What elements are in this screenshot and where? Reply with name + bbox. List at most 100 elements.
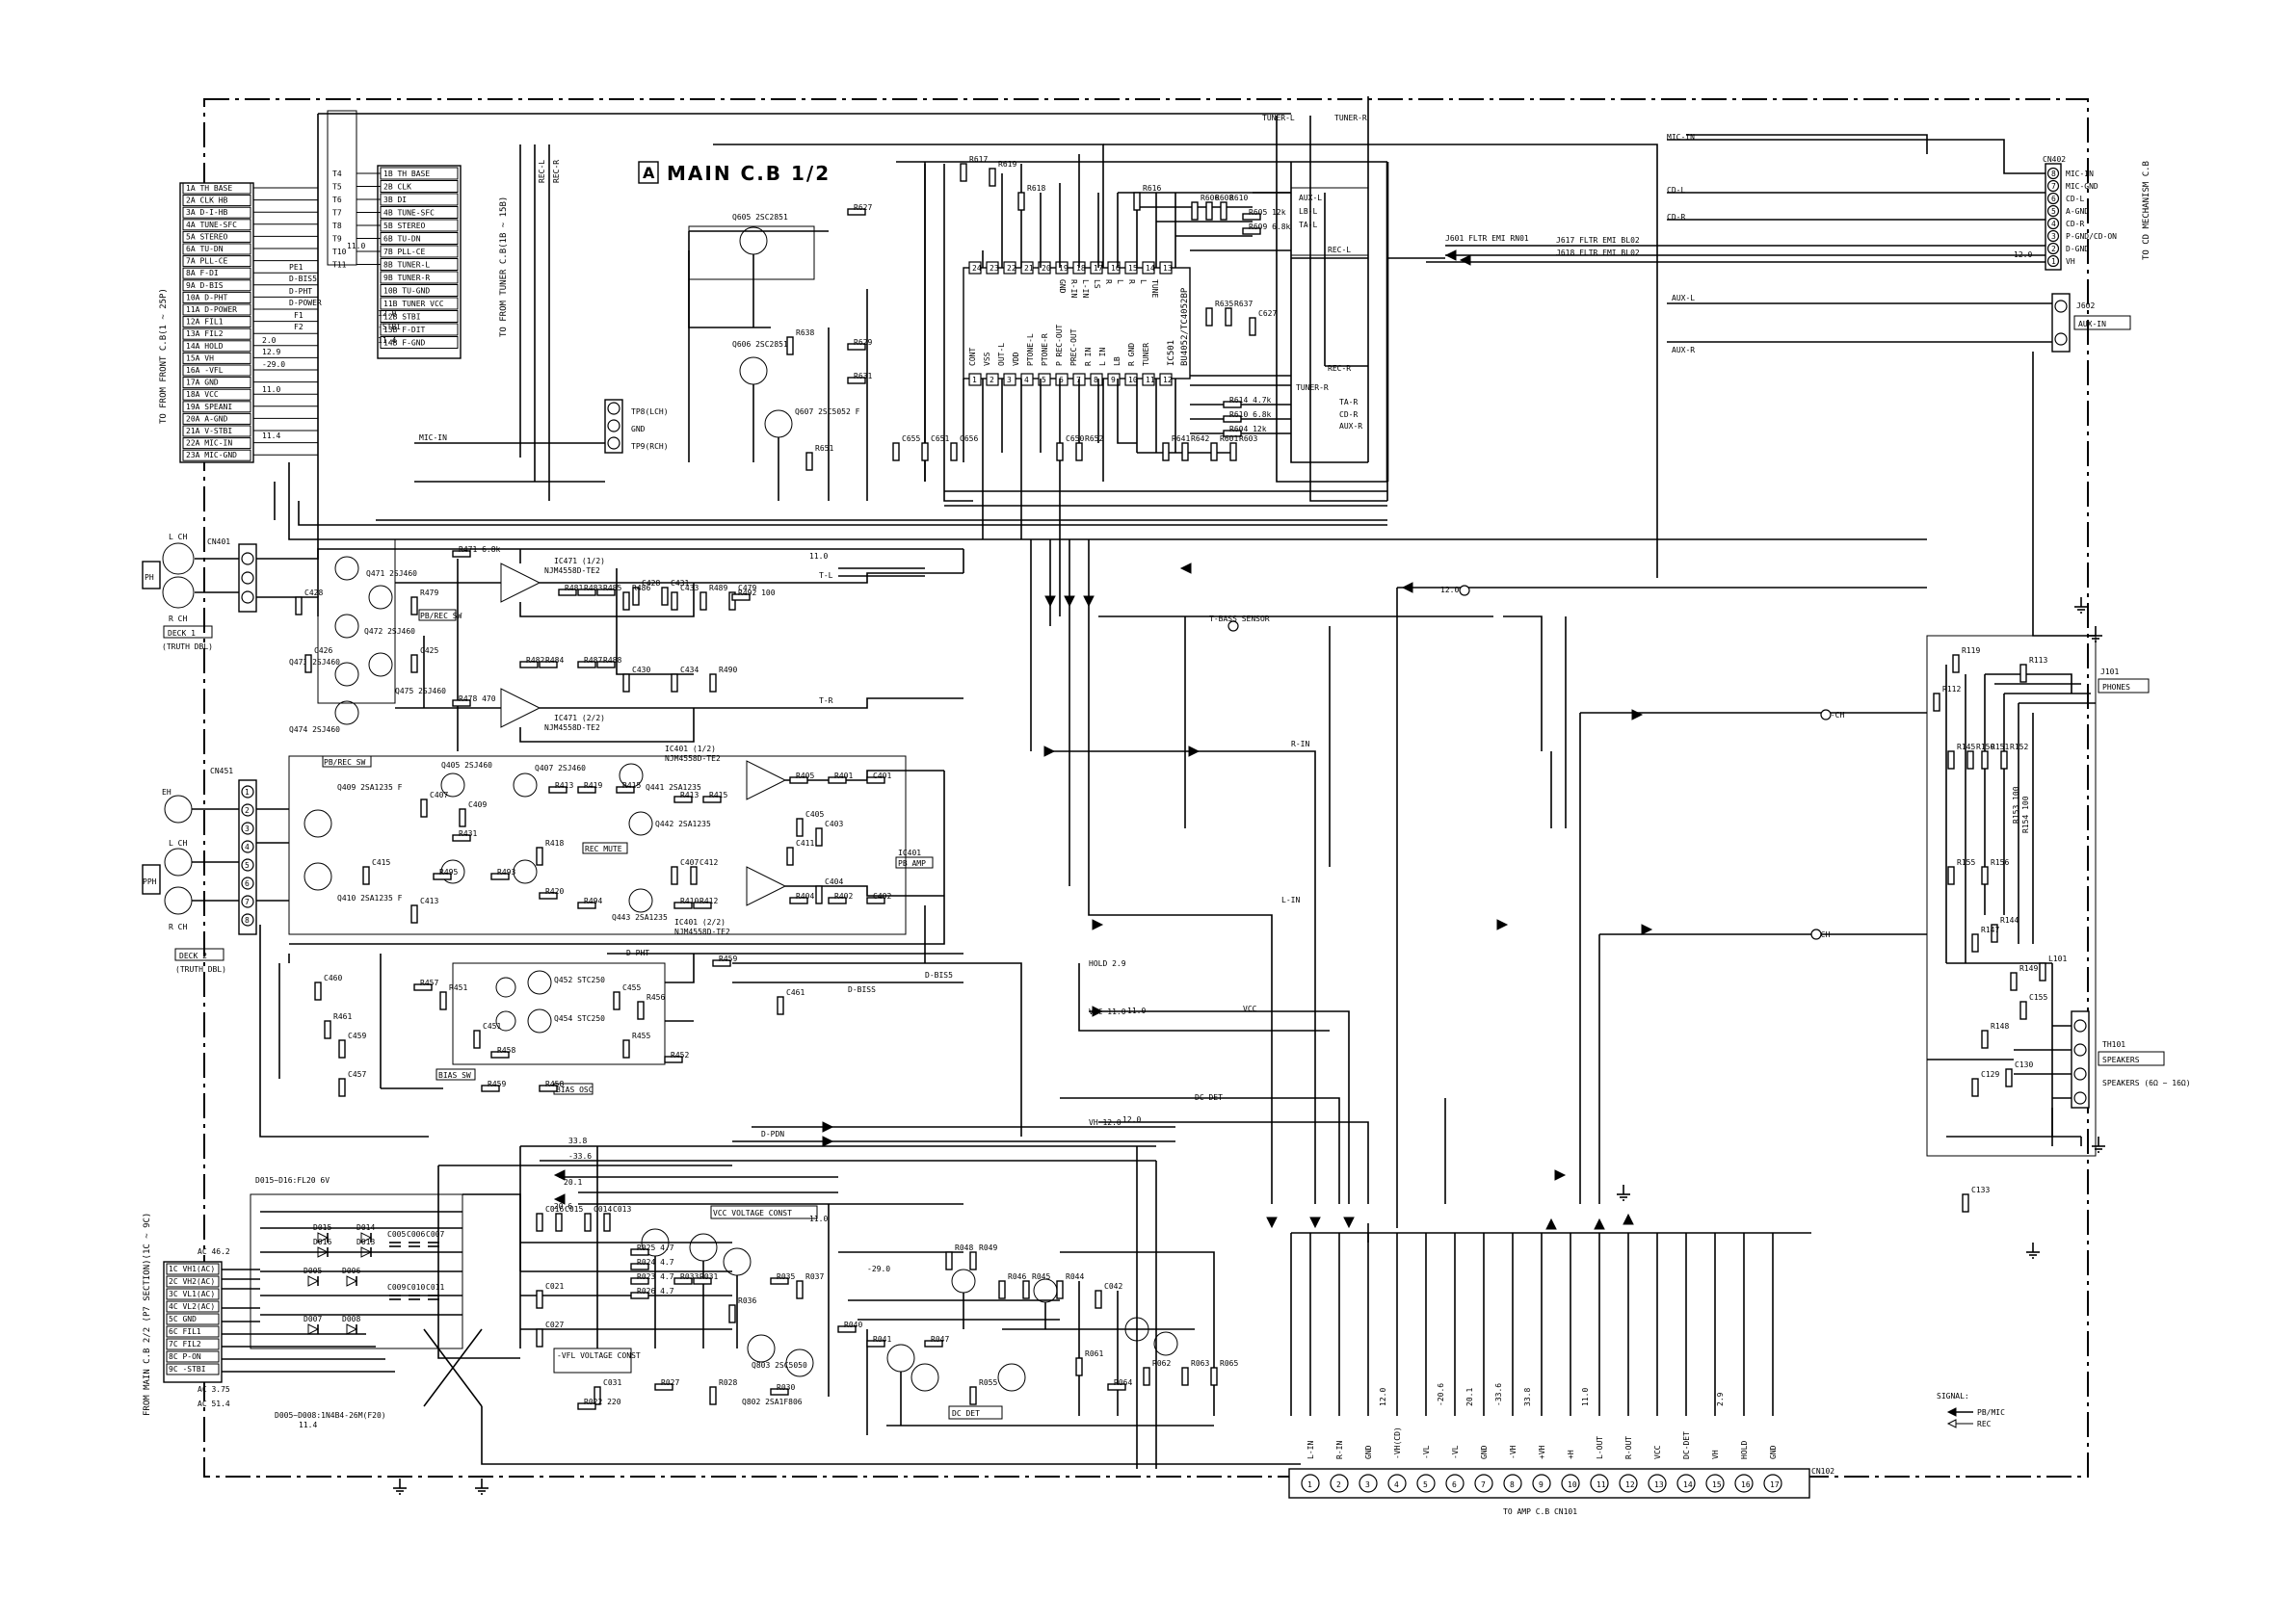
component-value: R415 <box>709 791 727 799</box>
q607-label: Q607 2SC5052 F <box>795 407 860 416</box>
resistor <box>459 808 466 827</box>
resistor <box>1220 201 1227 221</box>
front-pin <box>182 425 251 437</box>
ic501-part: BU4052/TC4052BP <box>1180 287 1190 366</box>
q407-label: Q407 2SJ460 <box>535 764 586 772</box>
diode <box>307 1323 320 1335</box>
front-connector: TO FROM FRONT C.B(1 ~ 25P) 1A TH BASE2A … <box>159 182 322 463</box>
label-cd-l: CD-L <box>1667 186 1685 195</box>
ic501-pin-label-top: R <box>1127 279 1136 284</box>
resistor <box>539 661 558 668</box>
board-title: A MAIN C.B 1/2 <box>638 161 829 185</box>
tuner-pin-label: 7B PLL-CE <box>383 248 426 256</box>
cn402-pin-label: VH <box>2066 257 2075 266</box>
cn102-pin <box>1359 1474 1378 1493</box>
ic501-pin-label-top: LS <box>1093 279 1101 289</box>
cn102-pin-label: +H <box>1567 1450 1575 1459</box>
resistor <box>693 902 712 909</box>
component-value: C413 <box>420 897 438 905</box>
resistor <box>1181 442 1189 461</box>
cn102-pin <box>1474 1474 1493 1493</box>
resistor <box>452 834 471 842</box>
resistor <box>1107 1383 1126 1391</box>
ic401b-part: NJM4558D-TE2 <box>674 928 730 936</box>
ic501-pin <box>986 261 999 275</box>
vcc-const-label: VCC VOLTAGE CONST <box>713 1209 792 1217</box>
component-value: C428 <box>642 579 660 588</box>
cn402-pin-label: P-GND/CD-ON <box>2066 232 2117 241</box>
resistor <box>673 1277 693 1285</box>
signal-arrow <box>1043 746 1056 757</box>
cn402-pin-label: CD-L <box>2066 195 2084 203</box>
label-rec-r: REC-R <box>552 160 561 183</box>
resistor <box>796 818 804 837</box>
component-value: R606 <box>1201 194 1219 202</box>
bias-sw-label: BIAS SW <box>438 1071 471 1080</box>
component-value: C015 <box>565 1205 583 1214</box>
resistor <box>1205 201 1213 221</box>
signal-arrow <box>1631 709 1644 720</box>
phones-label: PHONES <box>2102 683 2130 692</box>
component-value: C656 <box>960 434 978 443</box>
component-value: R452 <box>671 1051 689 1060</box>
label-cdr-small: CD-R <box>1339 410 1358 419</box>
resistor <box>433 873 452 880</box>
resistor <box>1981 1030 1989 1049</box>
signal-arrow <box>1496 919 1509 930</box>
ic501-pin-number: 23 <box>990 264 999 273</box>
tuner-pin-label: 13B F-DIT <box>383 326 426 334</box>
power-connector-caption: FROM MAIN C.B 2/2 (P7 SECTION)(1C ~ 9C) <box>143 1213 152 1416</box>
ic501-pin-number: 4 <box>1024 376 1029 384</box>
component-value: C027 <box>545 1321 564 1329</box>
ic501-pin-label: TUNER <box>1142 343 1150 366</box>
signal-arrow <box>1623 1213 1634 1225</box>
front-pin-label: 11A D-POWER <box>186 305 237 314</box>
component-value: R419 <box>584 781 602 790</box>
front-pin <box>182 267 251 279</box>
ic401-note: IC401 <box>898 849 921 857</box>
component-value: R404 <box>796 892 814 901</box>
resistor <box>2000 750 2008 770</box>
jumper-note-1: J601 FLTR EMI RN01 <box>1445 234 1529 243</box>
front-pin-label: 19A SPEANI <box>186 403 232 411</box>
cn102-pin-number: 9 <box>1539 1480 1544 1489</box>
capacitor-label: C009 <box>387 1283 406 1292</box>
resistor <box>1056 1280 1064 1299</box>
cn102-pin-number: 1 <box>1307 1480 1312 1489</box>
q454-label: Q454 STC250 <box>554 1014 605 1023</box>
power-pin <box>166 1350 220 1363</box>
power-value-11-4: 11.4 <box>299 1421 317 1429</box>
resistor <box>789 897 808 904</box>
signal-arrow <box>1594 1217 1605 1230</box>
resistor <box>410 904 418 924</box>
tuner-pin <box>380 271 459 284</box>
resistor <box>2039 962 2046 982</box>
cn102-pin-label: -VL <box>1451 1445 1460 1459</box>
resistor <box>921 442 929 461</box>
front-value-3: D-PHT <box>289 287 312 296</box>
ic501-pin <box>1159 373 1173 386</box>
resistor <box>728 1304 736 1323</box>
component-value: R631 <box>854 372 872 380</box>
component-value: R047 <box>931 1335 949 1344</box>
resistor <box>989 168 996 187</box>
bias-osc: Q452 STC250 Q454 STC250 BIAS SW BIAS OSC… <box>380 954 963 1095</box>
resistor <box>1242 227 1261 235</box>
tp-label-1: TP8(LCH) <box>631 407 669 416</box>
component-value: R609 6.8k <box>1249 223 1291 231</box>
label-lb: LB-L <box>1299 207 1317 216</box>
component-value: C455 <box>622 983 641 992</box>
ic501-pin-number: 20 <box>1042 264 1051 273</box>
cn102-pin-label: GND <box>1769 1445 1778 1459</box>
dc-det-box: DC DET <box>952 1409 980 1418</box>
component-value: R028 <box>719 1378 737 1387</box>
front-pin-label: 21A V-STBI <box>186 427 232 435</box>
ic501-pin <box>986 373 999 386</box>
deck2-sub: (TRUTH DBL) <box>175 965 226 974</box>
rail-11-0: 11.0 <box>809 1215 828 1223</box>
label-d-biss: D-BISS <box>848 985 876 994</box>
front-pin <box>182 195 251 207</box>
component-value: R413 <box>555 781 573 790</box>
cn102-value: 2.9 <box>1716 1392 1725 1406</box>
